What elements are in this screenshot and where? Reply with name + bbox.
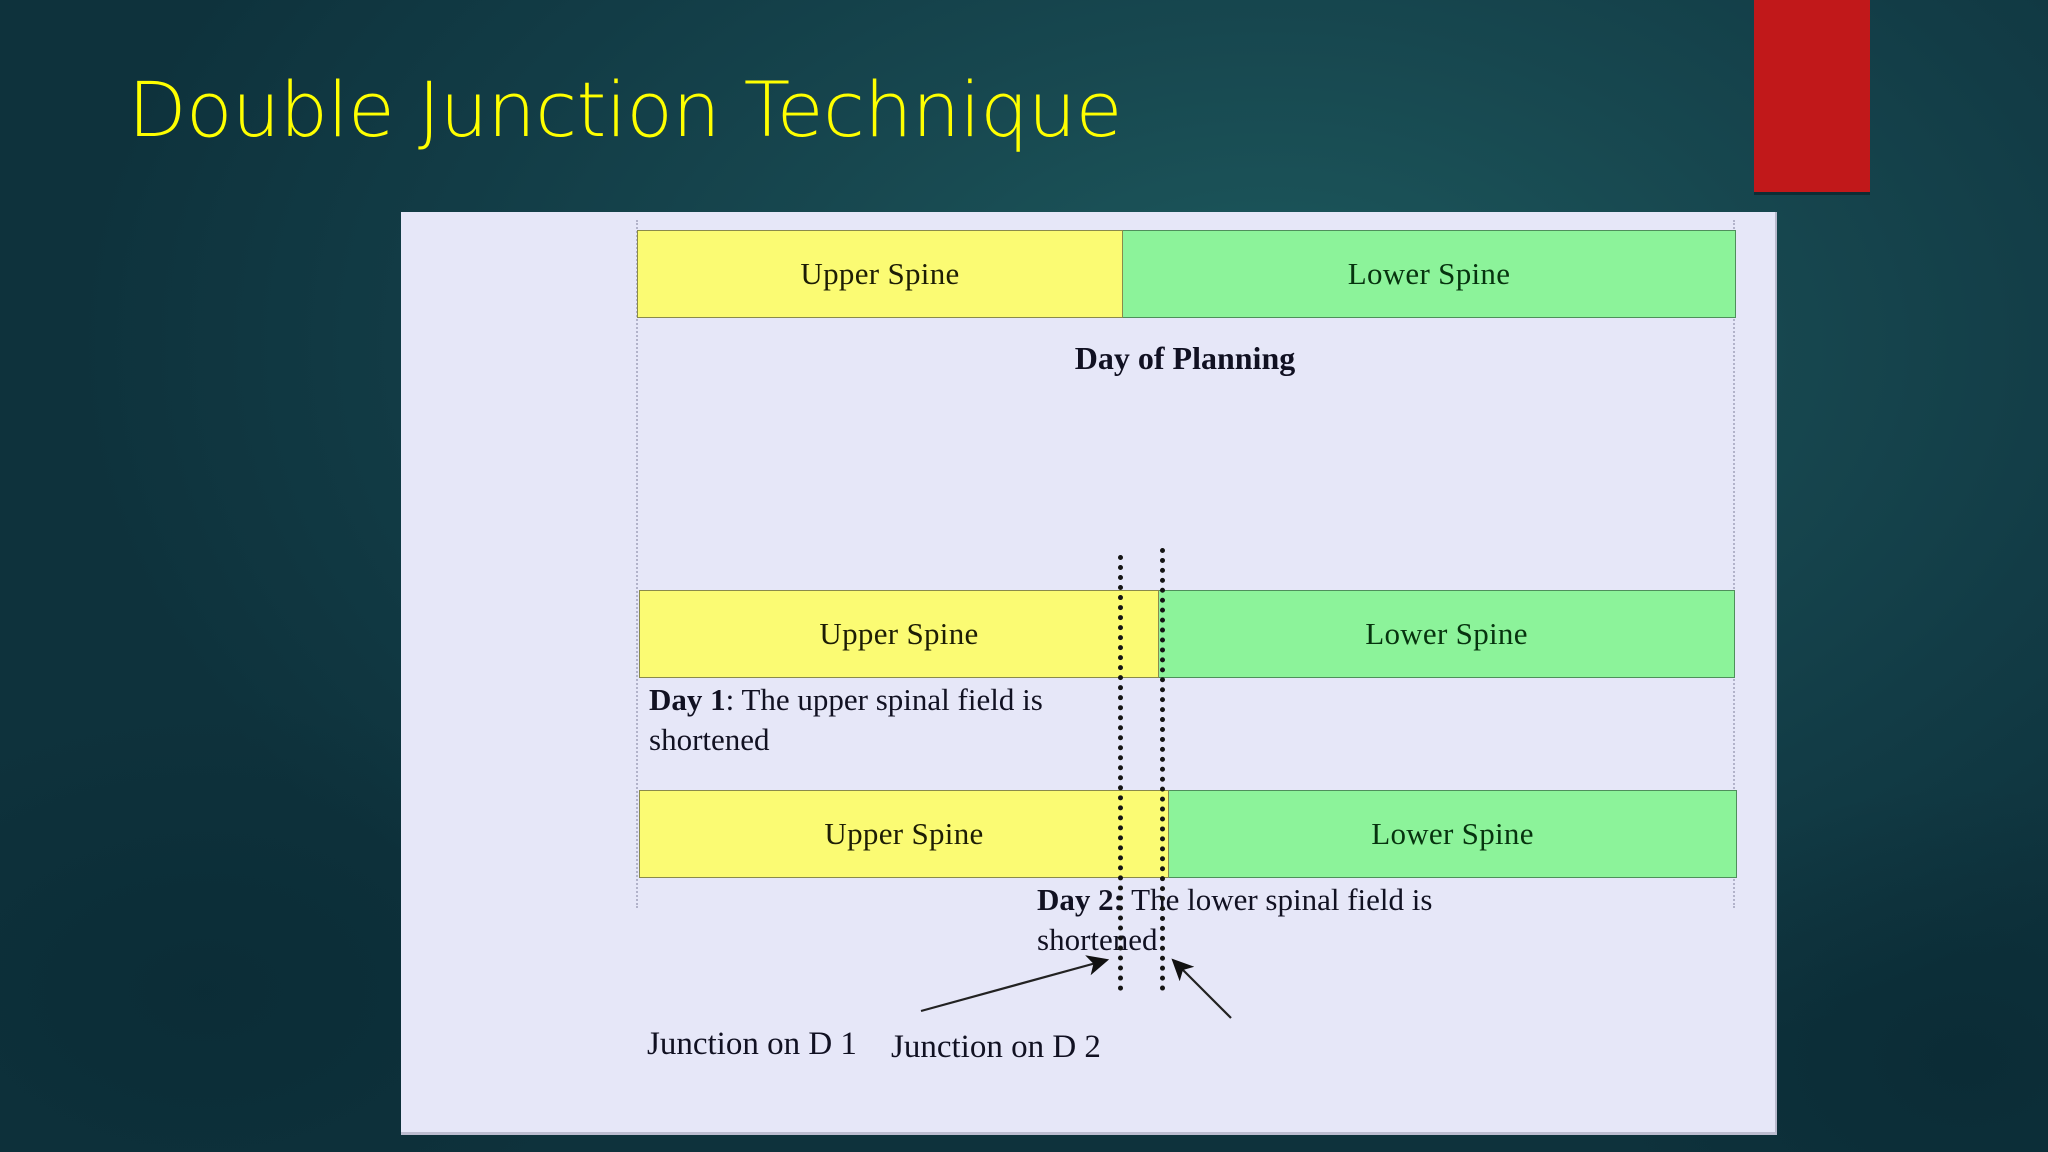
- caption-day1-bold: Day 1: [649, 682, 726, 717]
- caption-day2-rest: The lower spinal field is shortened: [1037, 882, 1433, 958]
- page-title: Double Junction Technique: [128, 65, 1122, 154]
- caption-day2-bold: Day 2:: [1037, 882, 1124, 917]
- field-row-day2: Upper Spine Lower Spine: [639, 790, 1737, 878]
- caption-day1-rest: : The upper spinal field is shortened: [649, 682, 1043, 758]
- figure-inner: Upper Spine Lower Spine Day of Planning …: [401, 212, 1775, 1132]
- arrow-to-junction-d1: [920, 955, 1110, 1013]
- junction-label-d1: Junction on D 1: [647, 1026, 857, 1062]
- junction-line-d1: [1118, 555, 1123, 991]
- junction-line-d2: [1160, 548, 1165, 991]
- figure-frame-right-edge: [1733, 220, 1735, 908]
- field-row-planning: Upper Spine Lower Spine: [637, 230, 1736, 318]
- caption-day-of-planning: Day of Planning: [1074, 340, 1296, 376]
- accent-block: [1754, 0, 1870, 192]
- upper-spine-field-day1: Upper Spine: [639, 590, 1159, 678]
- caption-day1: Day 1: The upper spinal field is shorten…: [649, 680, 1109, 761]
- lower-spine-field-planning: Lower Spine: [1123, 230, 1736, 318]
- lower-spine-field-day1: Lower Spine: [1159, 590, 1735, 678]
- lower-spine-field-day2: Lower Spine: [1169, 790, 1737, 878]
- caption-day2: Day 2: The lower spinal field is shorten…: [1037, 880, 1517, 961]
- arrow-to-junction-d2: [1171, 958, 1232, 1019]
- upper-spine-field-day2: Upper Spine: [639, 790, 1169, 878]
- upper-spine-field-planning: Upper Spine: [637, 230, 1123, 318]
- figure-panel: Upper Spine Lower Spine Day of Planning …: [401, 212, 1777, 1135]
- junction-label-d2: Junction on D 2: [891, 1029, 1101, 1065]
- figure-frame-left-edge: [636, 220, 638, 908]
- field-row-day1: Upper Spine Lower Spine: [639, 590, 1735, 678]
